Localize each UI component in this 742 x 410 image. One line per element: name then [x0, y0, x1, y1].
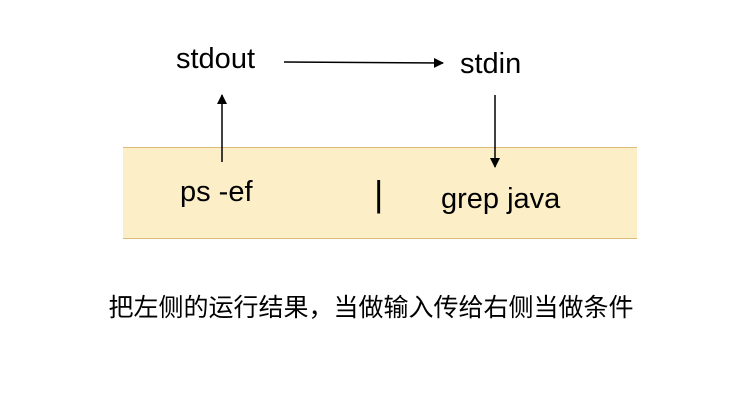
pipe-symbol: | — [374, 173, 384, 214]
arrow-stdout-to-stdin — [283, 57, 444, 68]
command-band — [123, 147, 637, 239]
stdout-label: stdout — [176, 43, 255, 75]
caption-text: 把左侧的运行结果，当做输入传给右侧当做条件 — [108, 293, 634, 322]
stdin-label: stdin — [460, 48, 522, 80]
right-command-label: grep java — [441, 183, 561, 215]
left-command-label: ps -ef — [180, 176, 253, 208]
